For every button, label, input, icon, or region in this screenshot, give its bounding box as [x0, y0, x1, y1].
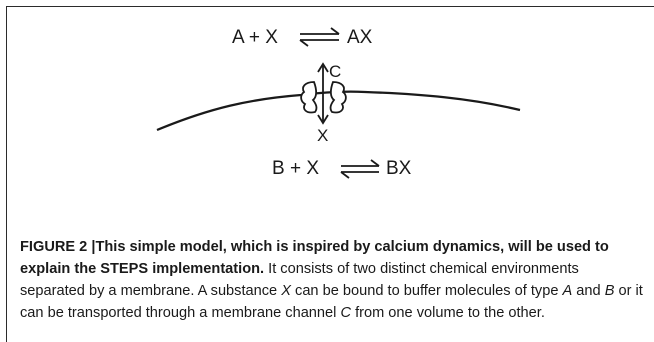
caption-text: from one volume to the other. — [351, 305, 545, 321]
caption-text: can be bound to buffer molecules of type — [290, 283, 563, 299]
caption-variable: B — [604, 283, 615, 299]
caption-text: or it can be transported through a membr… — [20, 283, 643, 321]
caption-text: It consists of two distinct chemical env… — [20, 261, 579, 299]
channel-label: C — [329, 62, 341, 81]
top-reaction: A + X AX — [232, 27, 373, 48]
caption-variable: X — [281, 283, 291, 299]
bottom-equilibrium-arrow-icon — [340, 159, 380, 179]
channel-icon — [300, 81, 347, 114]
bottom-reaction: B + X BX — [272, 158, 412, 179]
figure-title: This simple model, which is inspired by … — [20, 239, 609, 277]
top-reaction-right: AX — [347, 27, 373, 48]
frame-left-border — [6, 6, 7, 342]
caption-variable: C — [340, 305, 352, 321]
bottom-reaction-left: B + X — [272, 158, 319, 179]
figure-caption: FIGURE 2 |This simple model, which is in… — [20, 236, 645, 324]
caption-variable: A — [562, 283, 573, 299]
top-reaction-left: A + X — [232, 27, 278, 48]
figure-label: FIGURE 2 | — [20, 239, 96, 255]
top-equilibrium-arrow-icon — [299, 27, 340, 47]
transport-arrow-icon — [317, 62, 329, 125]
model-diagram: A + X AX C X B + X BX — [156, 27, 521, 179]
substance-label: X — [317, 126, 328, 145]
bottom-reaction-right: BX — [386, 158, 412, 179]
caption-text: and — [572, 283, 605, 299]
frame-top-border — [6, 6, 654, 7]
